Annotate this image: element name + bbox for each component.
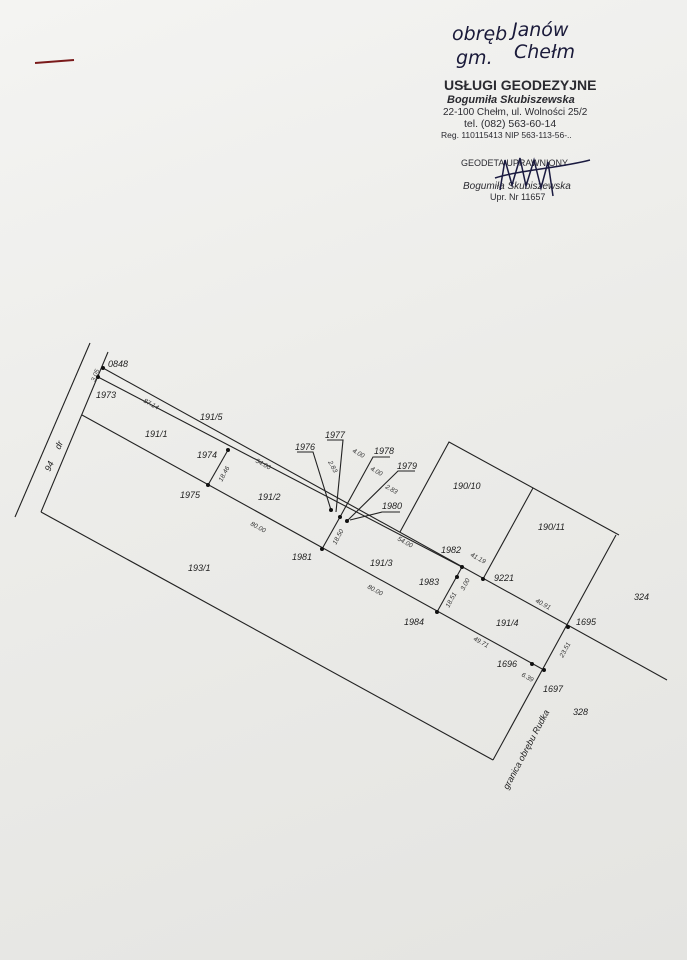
point-label: 1695 — [576, 617, 597, 627]
stamp-reg: Reg. 110115413 NIP 563-113-56-.. — [441, 130, 572, 140]
dimension: 3.00 — [460, 577, 472, 592]
dimension: 3.05 — [90, 368, 101, 383]
line-1982-1984 — [436, 566, 463, 613]
handwritten-janow: Janów — [508, 19, 569, 41]
precinct-boundary-line — [492, 534, 617, 761]
line-1980-1981 — [321, 516, 341, 550]
parcel-north-line — [102, 367, 668, 681]
stamp-owner: Bogumiła Skubiszewska — [447, 94, 575, 106]
parcel-label: 328 — [573, 707, 588, 717]
dimension: 4.00 — [351, 448, 366, 460]
point-label: 1983 — [419, 577, 439, 587]
parcel-label: 191/5 — [200, 412, 224, 422]
point-label: 1981 — [292, 552, 312, 562]
boundary-label: granica obrębu Rudka — [501, 708, 551, 791]
dimension: 18.46 — [218, 465, 232, 483]
point-label: 1979 — [397, 461, 417, 471]
point-label: 1974 — [197, 450, 217, 460]
point-label: 1973 — [96, 390, 116, 400]
dimension: 49.71 — [472, 636, 490, 650]
dimension: 2.83 — [326, 459, 339, 475]
road-outer-line — [14, 342, 91, 518]
road-inner-line — [40, 351, 109, 513]
leader-1977 — [327, 439, 344, 513]
parcel-190-divider — [482, 487, 534, 580]
stamp-name: Bogumiła Skubiszewska — [463, 181, 571, 192]
point-label: 1697 — [543, 684, 564, 694]
stamp-address: 22-100 Chełm, ul. Wolności 25/2 — [443, 107, 588, 118]
line-1974-1975 — [207, 449, 229, 486]
stamp-phone: tel. (082) 563-60-14 — [464, 118, 556, 130]
point-label: 1982 — [441, 545, 461, 555]
dimension: 4.00 — [369, 466, 384, 478]
parcel-label: 191/2 — [258, 492, 281, 502]
point-label: 1976 — [295, 442, 315, 452]
signature — [494, 157, 591, 197]
pen-mark — [34, 59, 75, 64]
dimension: 40.91 — [534, 598, 552, 612]
parcel-line-191-1 — [81, 414, 545, 671]
point-label: 9221 — [494, 573, 514, 583]
dimension: 18.50 — [332, 528, 346, 546]
road-number: 94 — [43, 460, 56, 473]
stamp-company: USŁUGI GEODEZYJNE — [444, 77, 596, 93]
leader-1978 — [339, 456, 390, 518]
point-label: 1984 — [404, 617, 424, 627]
handwritten-gm: gm. — [456, 47, 493, 69]
parcel-line-191-5 — [97, 376, 463, 568]
leader-1976 — [297, 451, 332, 511]
dimension: 80.00 — [366, 584, 384, 598]
parcel-label: 191/3 — [370, 558, 393, 568]
leader-1980 — [349, 511, 400, 521]
dimension: 80.00 — [249, 521, 267, 535]
parcel-label: 191/1 — [145, 429, 168, 439]
dimension: 23.51 — [558, 641, 572, 660]
point-label: 1696 — [497, 659, 517, 669]
parcel-label: 191/4 — [496, 618, 519, 628]
leader-1979 — [346, 470, 415, 522]
parcel-190-10-outline — [399, 441, 620, 536]
dimension: 6.39 — [520, 672, 535, 684]
point-label: 1980 — [382, 501, 402, 511]
handwritten-obreb: obręb — [452, 23, 507, 45]
point-label: 0848 — [108, 359, 128, 369]
stamp-title: GEODETA UPRAWNIONY — [461, 158, 568, 168]
dimension: 54.00 — [396, 536, 414, 550]
road-label: dr — [53, 439, 66, 451]
parcel-label: 190/10 — [453, 481, 481, 491]
dimension: 41.19 — [469, 552, 487, 566]
dimension: 2.83 — [383, 483, 399, 496]
point-label: 1977 — [325, 430, 346, 440]
parcel-label: 193/1 — [188, 563, 211, 573]
point-label: 1975 — [180, 490, 201, 500]
parcel-label: 324 — [634, 592, 649, 602]
stamp-license: Upr. Nr 11657 — [490, 192, 545, 202]
survey-map — [14, 342, 668, 761]
company-stamp: USŁUGI GEODEZYJNE Bogumiła Skubiszewska … — [441, 77, 596, 202]
point-label: 1978 — [374, 446, 394, 456]
handwritten-chelm: Chełm — [514, 41, 575, 63]
parcel-label: 190/11 — [538, 522, 565, 532]
dimension: 87.14 — [142, 398, 160, 412]
parcel-south-line — [40, 511, 494, 761]
